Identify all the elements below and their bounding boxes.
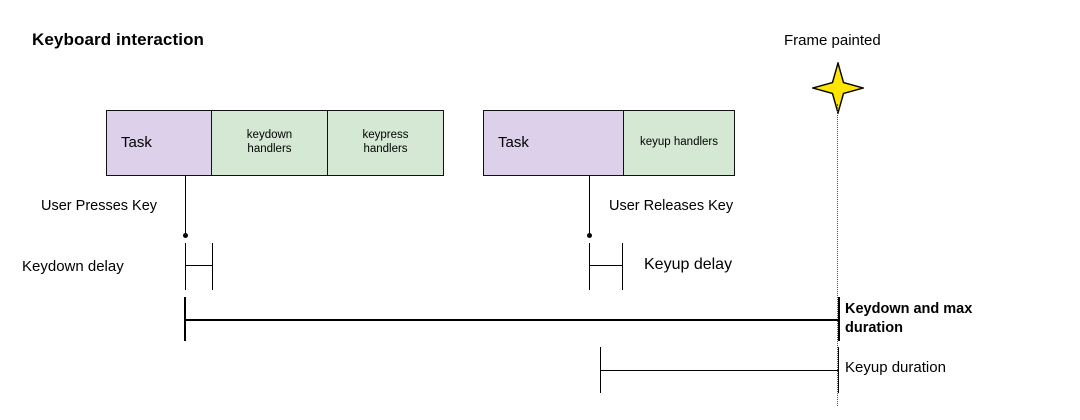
keyup-delay-span: [589, 265, 623, 266]
keydown-handlers-label: keydown handlers: [247, 129, 292, 156]
keydown-delay-span: [185, 265, 213, 266]
task-block-1[interactable]: Task: [106, 110, 212, 176]
keypress-handlers-label: keypress handlers: [362, 129, 408, 156]
keypress-handlers-label-line2: handlers: [363, 143, 408, 155]
keyup-event-dot: [587, 233, 592, 238]
keypress-handlers-block[interactable]: keypress handlers: [327, 110, 444, 176]
keydown-max-duration-span: [184, 319, 839, 321]
task-block-2-label: Task: [498, 134, 529, 152]
keyup-duration-label: Keyup duration: [845, 359, 946, 376]
frame-painted-label: Frame painted: [784, 32, 881, 49]
user-releases-key-label: User Releases Key: [609, 198, 734, 214]
keyup-handlers-block[interactable]: keyup handlers: [623, 110, 735, 176]
keydown-max-duration-label: Keydown and max duration: [845, 301, 973, 336]
keydown-event-dot: [183, 233, 188, 238]
keyup-delay-start-tick: [589, 243, 590, 290]
keypress-handlers-label-line1: keypress: [362, 129, 409, 142]
keydown-handlers-label-line2: handlers: [247, 143, 292, 155]
keydown-event-connector: [185, 176, 186, 234]
keyup-event-connector: [589, 176, 590, 234]
keydown-delay-label: Keydown delay: [22, 258, 124, 275]
keyup-handlers-label: keyup handlers: [640, 136, 718, 149]
keydown-handlers-block[interactable]: keydown handlers: [211, 110, 328, 176]
keydown-max-duration-end-tick: [838, 297, 840, 341]
four-point-star-icon: [812, 62, 864, 114]
keyup-delay-end-tick: [622, 243, 623, 290]
keyup-duration-span: [600, 370, 839, 371]
task-block-1-label: Task: [121, 134, 152, 152]
keydown-handlers-label-line1: keydown: [246, 129, 293, 142]
page-title: Keyboard interaction: [32, 30, 205, 49]
user-presses-key-label: User Presses Key: [41, 198, 158, 214]
frame-painted-guideline: [837, 104, 838, 406]
task-block-2[interactable]: Task: [483, 110, 624, 176]
keydown-delay-start-tick: [185, 243, 186, 290]
keyup-delay-label: Keyup delay: [644, 256, 733, 273]
keydown-delay-end-tick: [212, 243, 213, 290]
